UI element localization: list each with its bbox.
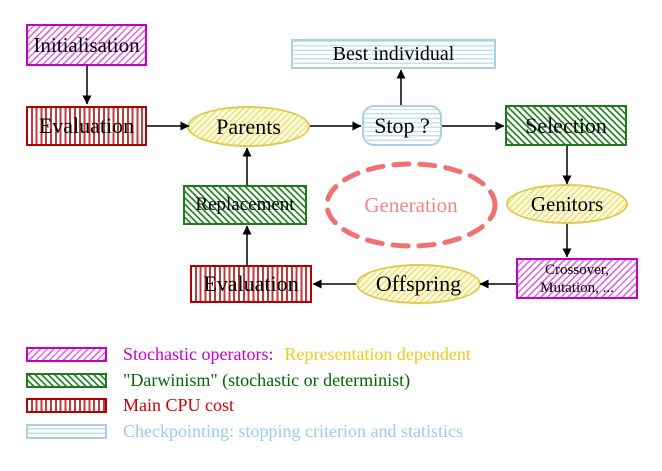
node-crossover-label-line2: Mutation, ...: [540, 279, 614, 296]
node-generation-label: Generation: [364, 192, 458, 217]
legend-swatch-green-hatch: [26, 372, 107, 388]
node-evaluation-top: Evaluation: [26, 106, 147, 146]
legend-label-stochastic-operators: Stochastic operators:: [123, 343, 274, 364]
legend-label-representation-dependent: Representation dependent: [284, 343, 471, 364]
node-crossover-mutation: Crossover, Mutation, ...: [516, 258, 638, 299]
node-replacement: Replacement: [183, 185, 307, 225]
node-stop-label: Stop ?: [374, 112, 430, 138]
node-best-individual-label: Best individual: [332, 42, 455, 65]
legend-swatch-red-stripes: [26, 397, 107, 413]
node-selection-label: Selection: [525, 112, 607, 138]
node-stop: Stop ?: [362, 105, 442, 146]
legend-swatch-magenta-hatch: [26, 346, 107, 362]
legend-row-stochastic-operators: Stochastic operators: Representation dep…: [26, 343, 471, 364]
node-generation: Generation: [327, 164, 495, 246]
node-offspring-label: Offspring: [375, 271, 462, 296]
node-selection: Selection: [505, 105, 627, 146]
node-parents: Parents: [187, 106, 310, 147]
legend-label-checkpointing: Checkpointing: stopping criterion and st…: [123, 420, 463, 441]
legend-label-darwinism: "Darwinism" (stochastic or determinist): [123, 369, 411, 390]
node-evaluation-top-label: Evaluation: [38, 113, 135, 138]
node-genitors: Genitors: [506, 184, 628, 224]
node-evaluation-bottom: Evaluation: [190, 265, 312, 303]
node-offspring: Offspring: [356, 264, 481, 304]
node-crossover-label-line1: Crossover,: [545, 261, 609, 278]
node-best-individual: Best individual: [291, 39, 496, 69]
legend-row-darwinism: "Darwinism" (stochastic or determinist): [26, 369, 411, 390]
node-genitors-label: Genitors: [530, 191, 604, 216]
legend-row-checkpointing: Checkpointing: stopping criterion and st…: [26, 420, 463, 441]
legend-label-main-cpu-cost: Main CPU cost: [123, 394, 235, 415]
node-initialisation: Initialisation: [26, 24, 147, 66]
node-initialisation-label: Initialisation: [33, 32, 140, 57]
legend-swatch-cyan-stripes: [26, 423, 107, 439]
node-evaluation-bottom-label: Evaluation: [203, 271, 299, 296]
node-replacement-label: Replacement: [195, 194, 295, 215]
legend-row-main-cpu-cost: Main CPU cost: [26, 394, 235, 415]
node-parents-label: Parents: [216, 113, 281, 139]
